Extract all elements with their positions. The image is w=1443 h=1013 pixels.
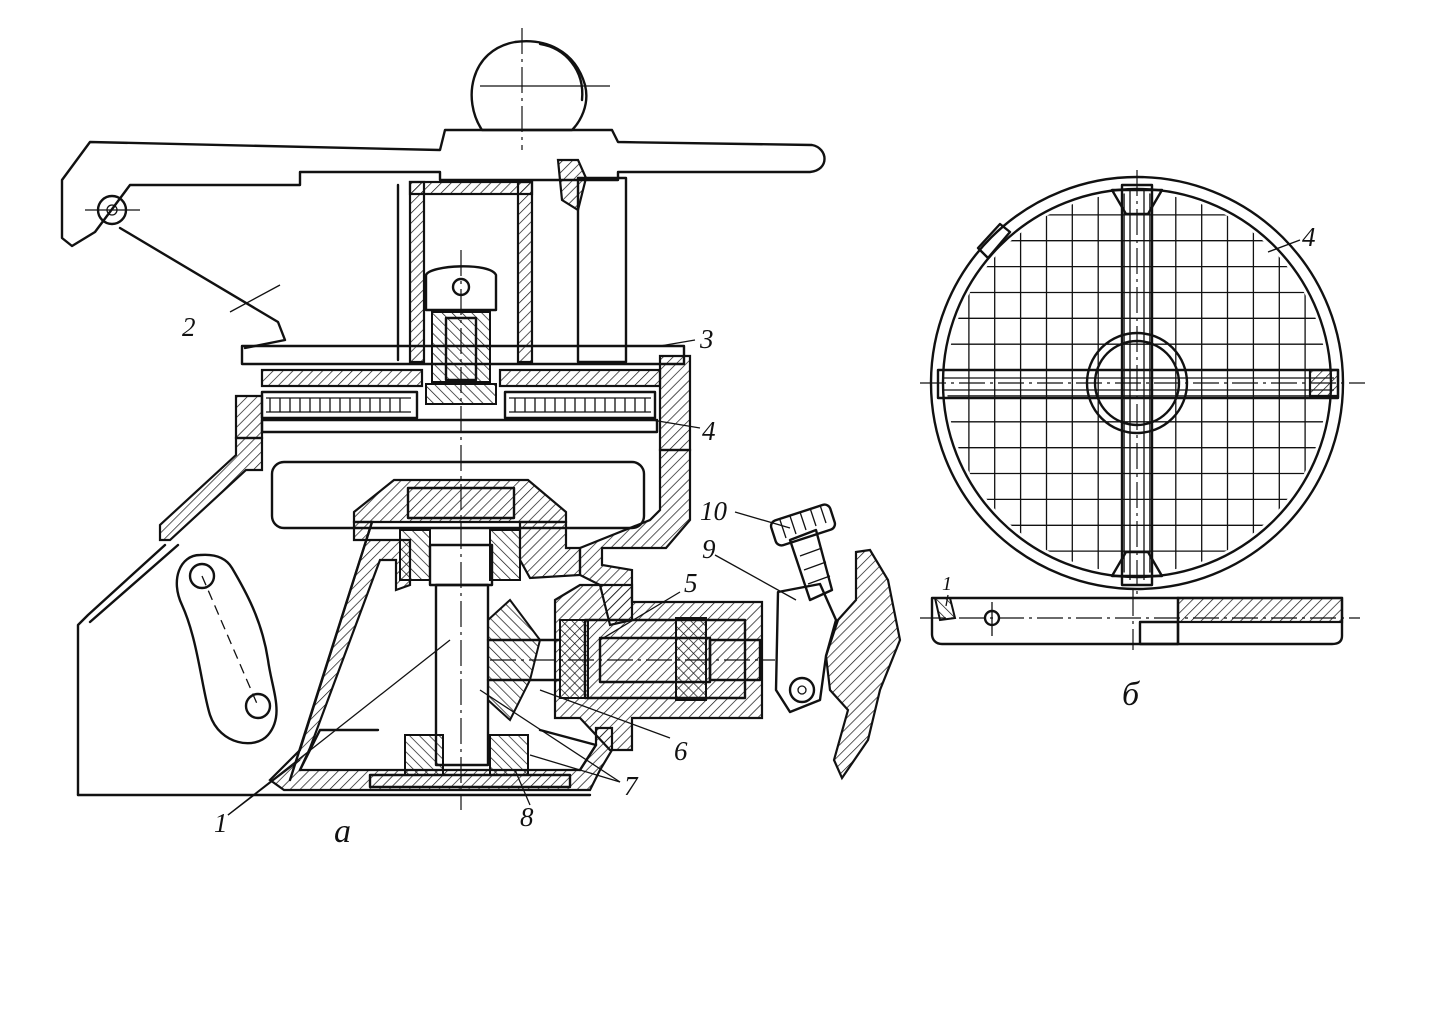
cutting-head bbox=[234, 344, 692, 452]
callout-9: 9 bbox=[702, 534, 716, 564]
callout-7: 7 bbox=[624, 771, 639, 801]
callout-4-view-b: 4 bbox=[1302, 222, 1316, 252]
view-a-section bbox=[60, 28, 902, 810]
gear-housing bbox=[268, 520, 614, 792]
side-flap bbox=[76, 543, 592, 797]
callout-6: 6 bbox=[674, 736, 688, 766]
callout-3: 3 bbox=[699, 324, 714, 354]
top-knob bbox=[470, 28, 610, 150]
housing-body bbox=[158, 436, 692, 627]
callout-8: 8 bbox=[520, 802, 534, 832]
lever-arm bbox=[118, 226, 287, 350]
callout-1: 1 bbox=[214, 808, 228, 838]
caption-view-a: а bbox=[334, 813, 351, 850]
leader-lines bbox=[227, 239, 1301, 816]
handle bbox=[175, 553, 278, 745]
caption-view-b: б bbox=[1122, 676, 1141, 713]
lid-lever bbox=[60, 128, 826, 248]
callout-4: 4 bbox=[702, 416, 716, 446]
callout-10: 10 bbox=[700, 496, 728, 526]
disk-teeth bbox=[266, 397, 651, 413]
callout-1-view-b: 1 bbox=[942, 573, 952, 595]
adjusting-screw bbox=[769, 503, 837, 602]
callout-labels: 2 3 4 5 6 7 8 1 10 9 4 1 а б bbox=[182, 222, 1316, 850]
callout-2: 2 bbox=[182, 312, 196, 342]
horizontal-spoke bbox=[936, 368, 1340, 400]
feed-hopper bbox=[396, 158, 628, 364]
view-b-grid-disk bbox=[920, 170, 1365, 650]
clamp-assembly bbox=[769, 503, 902, 781]
drive-shaft-assembly bbox=[486, 583, 775, 752]
callout-5: 5 bbox=[684, 568, 698, 598]
disk-side-section bbox=[920, 590, 1360, 650]
